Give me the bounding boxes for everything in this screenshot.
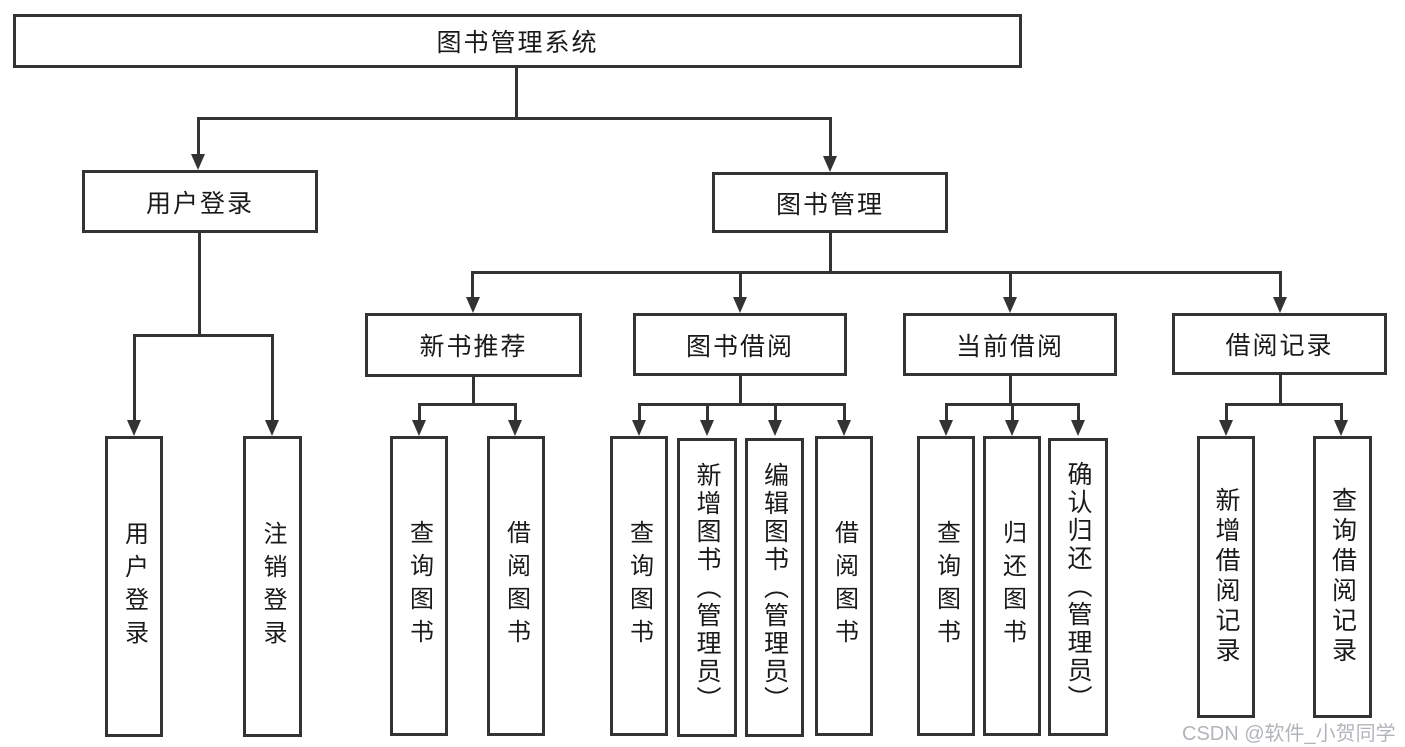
node-new-book-recommend-label: 新书推荐 — [419, 333, 528, 361]
arrow-down-icon — [1334, 420, 1348, 436]
arrow-down-icon — [1003, 297, 1017, 313]
node-leaf-query-borrow-record: 查询借阅记录 — [1313, 436, 1372, 718]
arrow-down-icon — [127, 420, 141, 436]
connector-user-login-drop-1 — [133, 334, 136, 422]
node-leaf-current-query-book: 查询图书 — [917, 436, 975, 736]
arrow-down-icon — [466, 297, 480, 313]
connector-record-drop-2 — [1340, 403, 1343, 422]
node-leaf-current-query-book-label: 查询图书 — [932, 520, 960, 652]
connector-user-login-drop-2 — [271, 334, 274, 422]
connector-book-mgmt-drop-4 — [1279, 271, 1282, 299]
watermark: CSDN @软件_小贺同学 — [1182, 723, 1396, 745]
node-leaf-borrow-borrow-book: 借阅图书 — [815, 436, 873, 736]
node-leaf-edit-book-admin-label: 编辑图书（管理员） — [760, 461, 789, 714]
arrow-down-icon — [837, 420, 851, 436]
node-current-borrow: 当前借阅 — [903, 313, 1117, 376]
node-borrow-record-label: 借阅记录 — [1225, 332, 1334, 360]
arrow-down-icon — [191, 154, 205, 170]
node-leaf-add-book-admin: 新增图书（管理员） — [677, 438, 737, 737]
connector-root-bar — [197, 117, 831, 120]
node-leaf-confirm-return-admin-label: 确认归还（管理员） — [1064, 461, 1092, 713]
node-leaf-borrow-borrow-book-label: 借阅图书 — [830, 520, 858, 652]
node-leaf-add-borrow-record: 新增借阅记录 — [1197, 436, 1255, 718]
arrow-down-icon — [1273, 297, 1287, 313]
connector-borrow-bar — [638, 403, 845, 406]
arrow-down-icon — [700, 420, 714, 436]
arrow-down-icon — [508, 420, 522, 436]
node-leaf-return-book-label: 归还图书 — [998, 520, 1026, 652]
arrow-down-icon — [733, 297, 747, 313]
connector-record-drop-1 — [1225, 403, 1228, 422]
node-leaf-add-book-admin-label: 新增图书（管理员） — [693, 461, 721, 714]
node-leaf-recommend-query-book: 查询图书 — [390, 436, 448, 736]
arrow-down-icon — [265, 420, 279, 436]
node-book-borrow: 图书借阅 — [633, 313, 847, 376]
arrow-down-icon — [1071, 420, 1085, 436]
connector-borrow-drop-2 — [706, 403, 709, 422]
arrow-down-icon — [823, 156, 837, 172]
connector-book-mgmt-bar — [471, 271, 1282, 274]
node-current-borrow-label: 当前借阅 — [955, 332, 1064, 361]
connector-user-login-stem — [198, 233, 201, 337]
node-user-login: 用户登录 — [82, 170, 318, 233]
connector-record-stem — [1279, 375, 1282, 406]
arrow-down-icon — [632, 420, 646, 436]
connector-recommend-drop-2 — [514, 403, 517, 422]
node-leaf-borrow-query-book-label: 查询图书 — [625, 520, 653, 652]
node-root-label: 图书管理系统 — [436, 29, 599, 57]
node-leaf-recommend-query-book-label: 查询图书 — [405, 520, 433, 652]
arrow-down-icon — [412, 420, 426, 436]
arrow-down-icon — [939, 420, 953, 436]
arrow-down-icon — [1005, 420, 1019, 436]
connector-current-drop-3 — [1077, 403, 1080, 422]
node-book-borrow-label: 图书借阅 — [685, 332, 794, 361]
node-leaf-borrow-query-book: 查询图书 — [610, 436, 668, 736]
node-leaf-add-borrow-record-label: 新增借阅记录 — [1212, 487, 1240, 667]
connector-current-stem — [1009, 376, 1012, 406]
node-leaf-user-login: 用户登录 — [105, 436, 163, 737]
node-leaf-recommend-borrow-book-label: 借阅图书 — [502, 520, 530, 652]
node-borrow-record: 借阅记录 — [1172, 313, 1387, 375]
node-book-management: 图书管理 — [712, 172, 948, 233]
connector-root-stem — [515, 68, 518, 120]
arrow-down-icon — [768, 420, 782, 436]
node-book-management-label: 图书管理 — [775, 190, 884, 219]
connector-borrow-drop-4 — [843, 403, 846, 422]
connector-recommend-stem — [472, 377, 475, 406]
node-new-book-recommend: 新书推荐 — [365, 313, 582, 377]
connector-book-mgmt-drop-2 — [739, 271, 742, 299]
connector-book-mgmt-drop-1 — [471, 271, 474, 299]
node-leaf-logout-label: 注销登录 — [259, 520, 286, 653]
node-user-login-label: 用户登录 — [145, 189, 254, 218]
connector-recommend-drop-1 — [418, 403, 421, 422]
connector-current-drop-2 — [1011, 403, 1014, 422]
connector-book-mgmt-stem — [829, 233, 832, 274]
node-leaf-edit-book-admin: 编辑图书（管理员） — [745, 438, 804, 737]
node-leaf-logout: 注销登录 — [243, 436, 302, 737]
node-leaf-recommend-borrow-book: 借阅图书 — [487, 436, 545, 736]
node-leaf-query-borrow-record-label: 查询借阅记录 — [1328, 487, 1357, 667]
connector-current-drop-1 — [945, 403, 948, 422]
connector-book-mgmt-drop-3 — [1009, 271, 1012, 299]
connector-record-bar — [1225, 403, 1343, 406]
connector-root-drop-right — [829, 117, 832, 158]
connector-borrow-drop-1 — [638, 403, 641, 422]
connector-user-login-bar — [133, 334, 274, 337]
connector-recommend-bar — [418, 403, 517, 406]
connector-borrow-stem — [739, 376, 742, 406]
node-leaf-user-login-label: 用户登录 — [120, 520, 148, 653]
node-root: 图书管理系统 — [13, 14, 1022, 68]
arrow-down-icon — [1219, 420, 1233, 436]
node-leaf-confirm-return-admin: 确认归还（管理员） — [1048, 438, 1108, 736]
node-leaf-return-book: 归还图书 — [983, 436, 1041, 736]
connector-root-drop-left — [197, 117, 200, 156]
connector-borrow-drop-3 — [774, 403, 777, 422]
